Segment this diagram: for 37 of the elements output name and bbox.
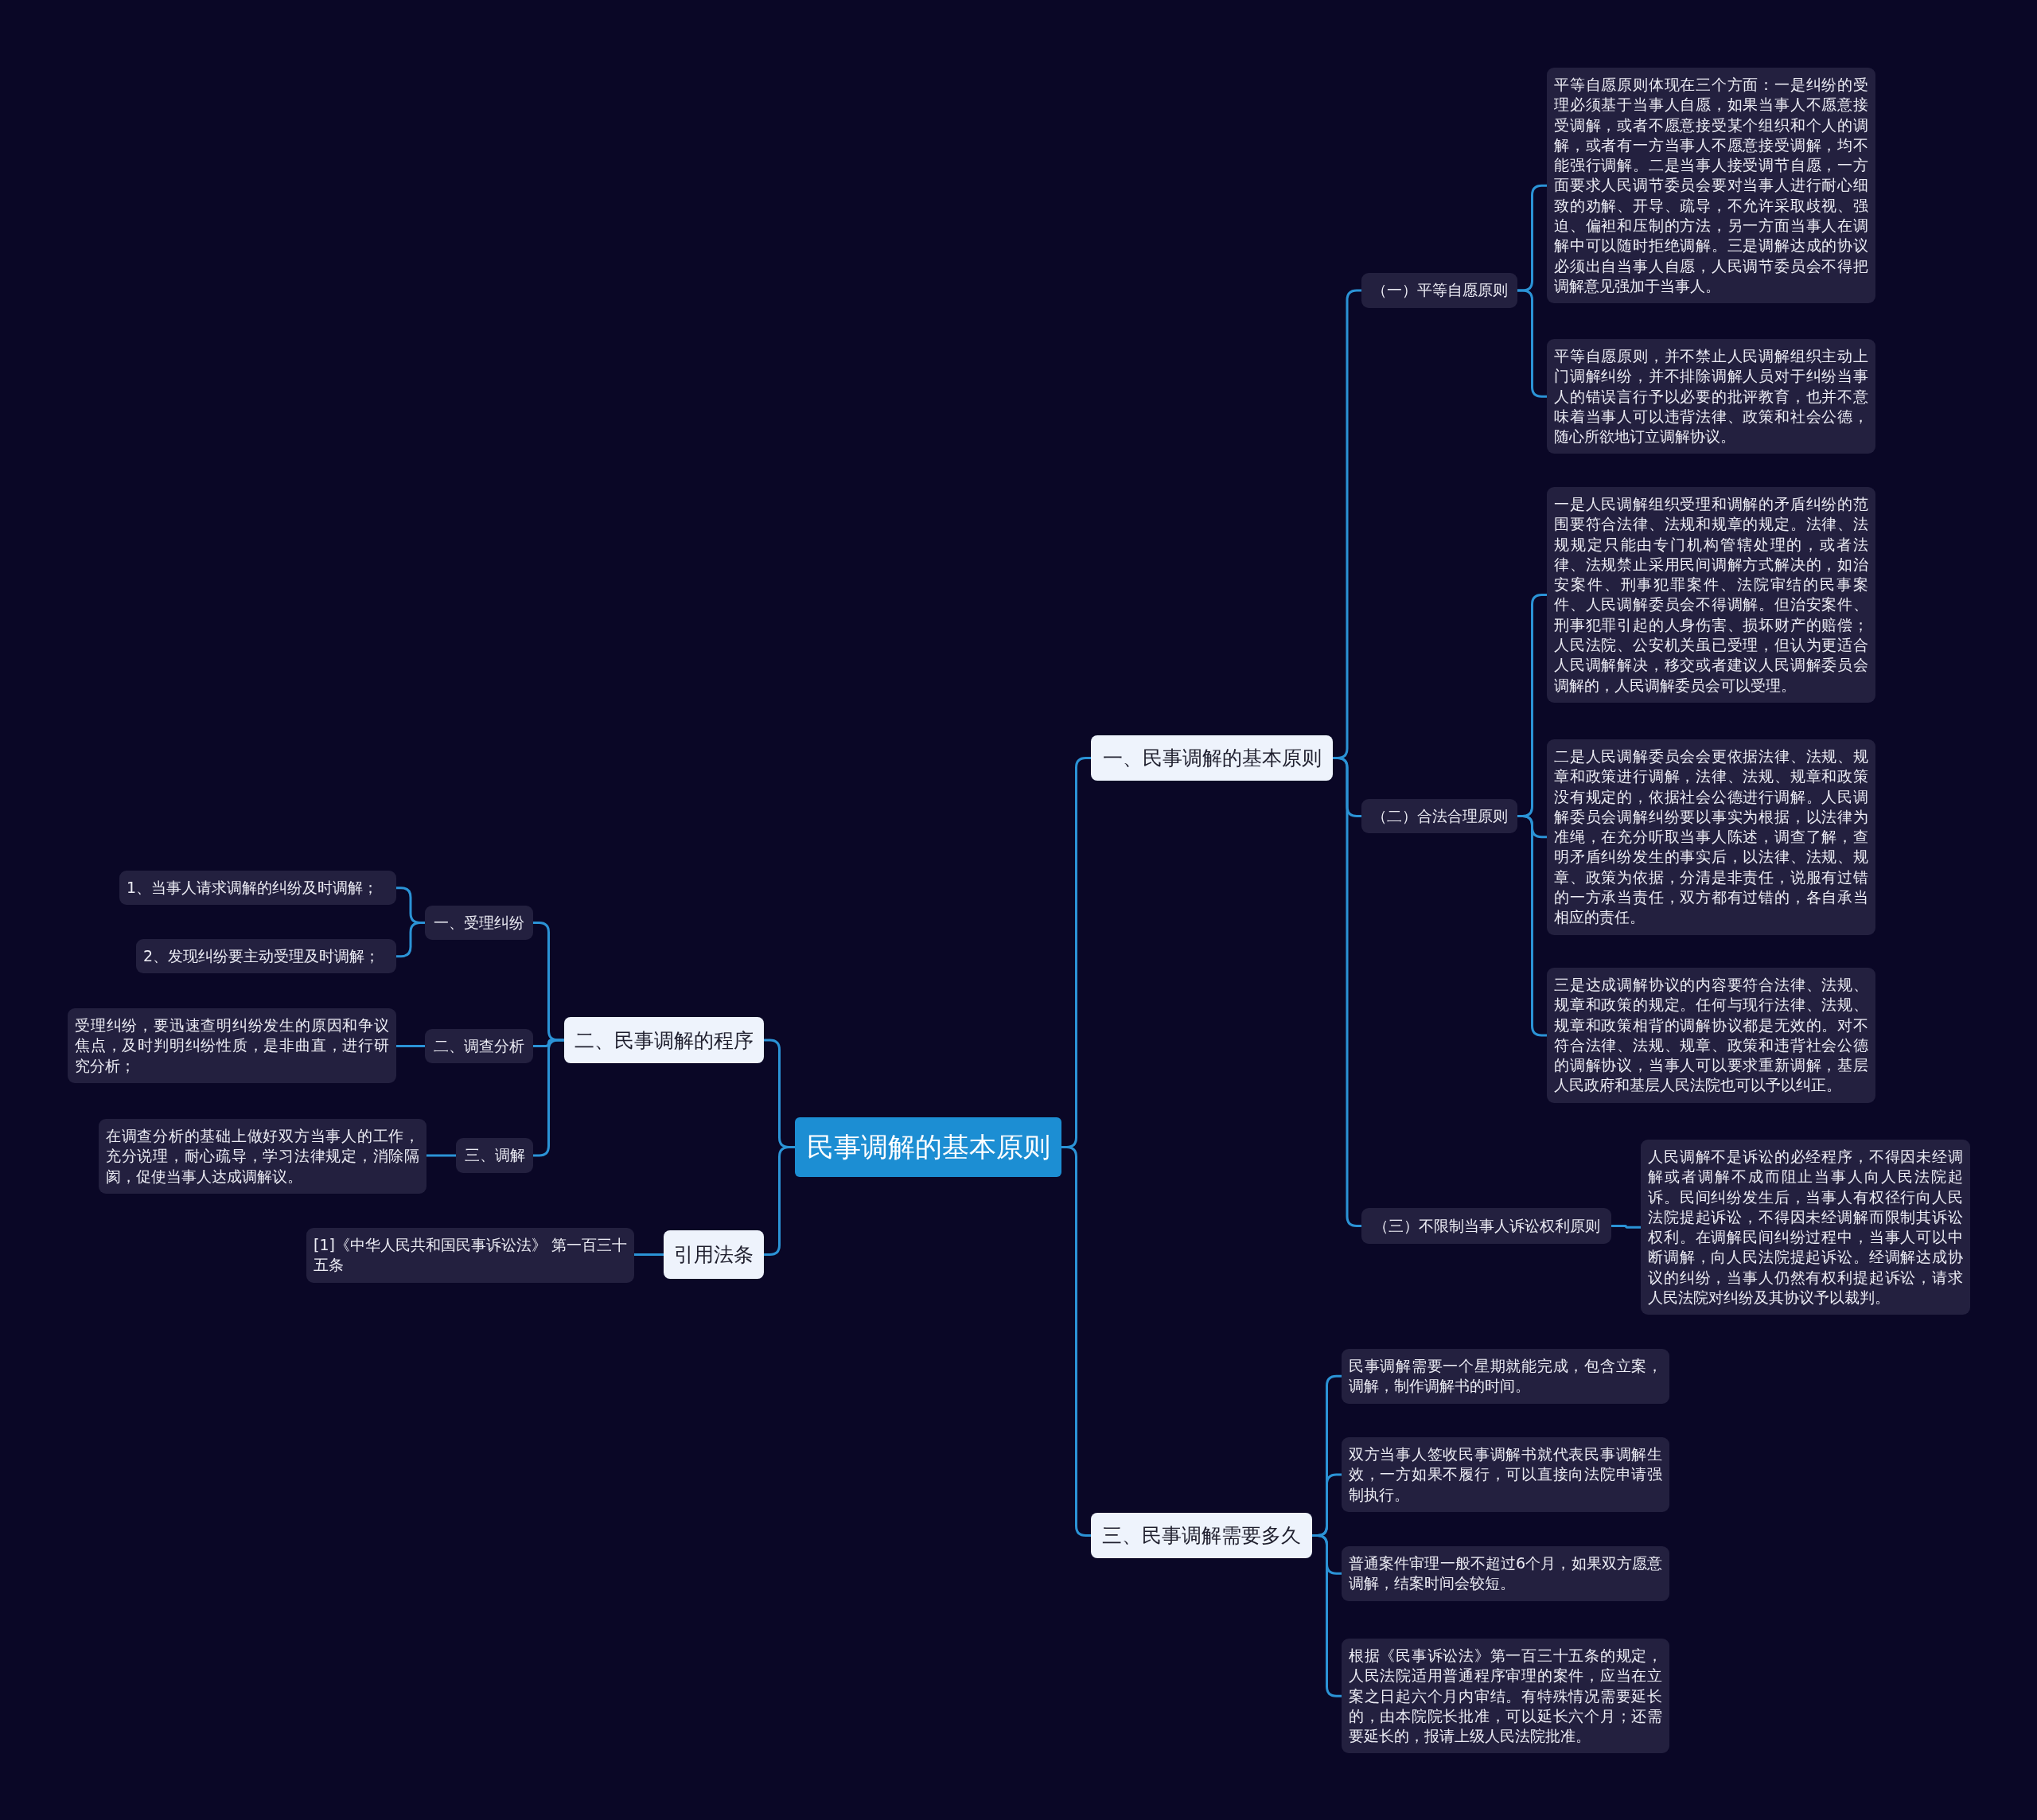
connector-line	[1061, 1146, 1091, 1537]
note-card: 三是达成调解协议的内容要符合法律、法规、规章和政策的规定。任何与现行法律、法规、规章和政策相背的调解协议都是无效的。对不符合法律、法规、规章、政策和违背社会公德的调解协议，当事人可以要求重新调解，基层人民政府和基层人民法院也可以予以纠正。	[1547, 968, 1875, 1103]
note-card: 二是人民调解委员会会更依据法律、法规、规章和政策进行调解，法律、法规、规章和政策没有规定的，依据社会公德进行调解。人民调解委员会调解纠纷要以事实为根据，以法律为准绳，在充分听取当事人陈述，调查了解，查明矛盾纠纷发生的事实后，以法律、法规、规章、政策为依据，分清是非责任，说服有过错的一方承当责任，双方都有过错的，各自承当相应的责任。	[1547, 739, 1875, 935]
subtopic-box: （二）合法合理原则	[1361, 799, 1517, 833]
subtopic-box: 三、调解	[456, 1138, 533, 1173]
note-card: 1、当事人请求调解的纠纷及时调解；	[119, 871, 396, 906]
note-card: 一是人民调解组织受理和调解的矛盾纠纷的范围要符合法律、法规和规章的规定。法律、法规规定只能由专门机构管辖处理的，或者法律、法规禁止采用民间调解方式解决的，如治安案件、刑事犯罪案件、法院审结的民事案件、人民调解委员会不得调解。但治安案件、刑事犯罪引起的人身伤害、损坏财产的赔偿；人民法院、公安机关虽已受理，但认为更适合人民调解解决，移交或者建议人民调解委员会调解的，人民调解委员会可以受理。	[1547, 487, 1875, 703]
connector-line	[634, 1253, 664, 1256]
connector-line	[1312, 1534, 1342, 1697]
branch-topic: 引用法条	[664, 1230, 764, 1279]
subtopic-box: 一、受理纠纷	[425, 906, 533, 940]
connector-line	[1517, 289, 1547, 398]
connector-line	[426, 1154, 456, 1157]
connector-line	[1517, 815, 1547, 1037]
subtopic-box: 二、调查分析	[425, 1029, 533, 1063]
connector-line	[533, 1039, 564, 1157]
note-card: 2、发现纠纷要主动受理及时调解；	[136, 939, 396, 974]
note-card: 平等自愿原则，并不禁止人民调解组织主动上门调解纠纷，并不排除调解人员对于纠纷当事人的错误言行予以必要的批评教育，也并不意味着当事人可以违背法律、政策和社会公德，随心所欲地订立调解协议。	[1547, 339, 1875, 454]
note-card: 双方当事人签收民事调解书就代表民事调解生效，一方如果不履行，可以直接向法院申请强制执行。	[1342, 1437, 1669, 1512]
branch-topic: 二、民事调解的程序	[564, 1017, 764, 1063]
note-card: 民事调解需要一个星期就能完成，包含立案，调解，制作调解书的时间。	[1342, 1349, 1669, 1404]
note-card: 普通案件审理一般不超过6个月，如果双方愿意调解，结案时间会较短。	[1342, 1546, 1669, 1601]
note-card: 人民调解不是诉讼的必经程序，不得因未经调解或者调解不成而阻止当事人向人民法院起诉。民间纠纷发生后，当事人有权径行向人民法院提起诉讼，不得因未经调解而限制其诉讼权利。在调解民间纠纷过程中，当事人可以中断调解，向人民法院提起诉讼。经调解达成协议的纠纷，当事人仍然有权利提起诉讼，请求人民法院对纠纷及其协议予以裁判。	[1641, 1140, 1970, 1315]
branch-topic: 一、民事调解的基本原则	[1091, 735, 1333, 781]
branch-topic: 三、民事调解需要多久	[1091, 1513, 1312, 1558]
connector-line	[396, 922, 425, 958]
note-card: 受理纠纷，要迅速查明纠纷发生的原因和争议焦点，及时判明纠纷性质，是非曲直，进行研究分析；	[68, 1008, 396, 1083]
subtopic-box: （一）平等自愿原则	[1361, 273, 1517, 308]
note-card: 平等自愿原则体现在三个方面：一是纠纷的受理必须基于当事人自愿，如果当事人不愿意接受调解，或者不愿意接受某个组织和个人的调解，或者有一方当事人不愿意接受调解，均不能强行调解。二是当事人接受调节自愿，一方面要求人民调节委员会要对当事人进行耐心细致的劝解、开导、疏导，不允许采取歧视、强迫、偏袒和压制的方法，另一方面当事人在调解中可以随时拒绝调解。三是调解达成的协议必须出自当事人自愿，人民调节委员会不得把调解意见强加于当事人。	[1547, 68, 1875, 304]
connector-line	[396, 1045, 425, 1047]
central-topic: 民事调解的基本原则	[795, 1117, 1061, 1177]
note-card: 在调查分析的基础上做好双方当事人的工作，充分说理，耐心疏导，学习法律规定，消除隔阂，促使当事人达成调解议。	[99, 1119, 426, 1194]
connector-line	[1611, 1225, 1641, 1229]
note-card: 根据《民事诉讼法》第一百三十五条的规定，人民法院适用普通程序审理的案件，应当在立案之日起六个月内审结。有特殊情况需要延长的，由本院院长批准，可以延长六个月；还需要延长的，报请上级人民法院批准。	[1342, 1639, 1669, 1754]
connector-line	[764, 1146, 795, 1256]
note-card: [1]《中华人民共和国民事诉讼法》 第一百三十五条	[306, 1228, 634, 1283]
subtopic-box: （三）不限制当事人诉讼权利原则	[1361, 1208, 1611, 1244]
